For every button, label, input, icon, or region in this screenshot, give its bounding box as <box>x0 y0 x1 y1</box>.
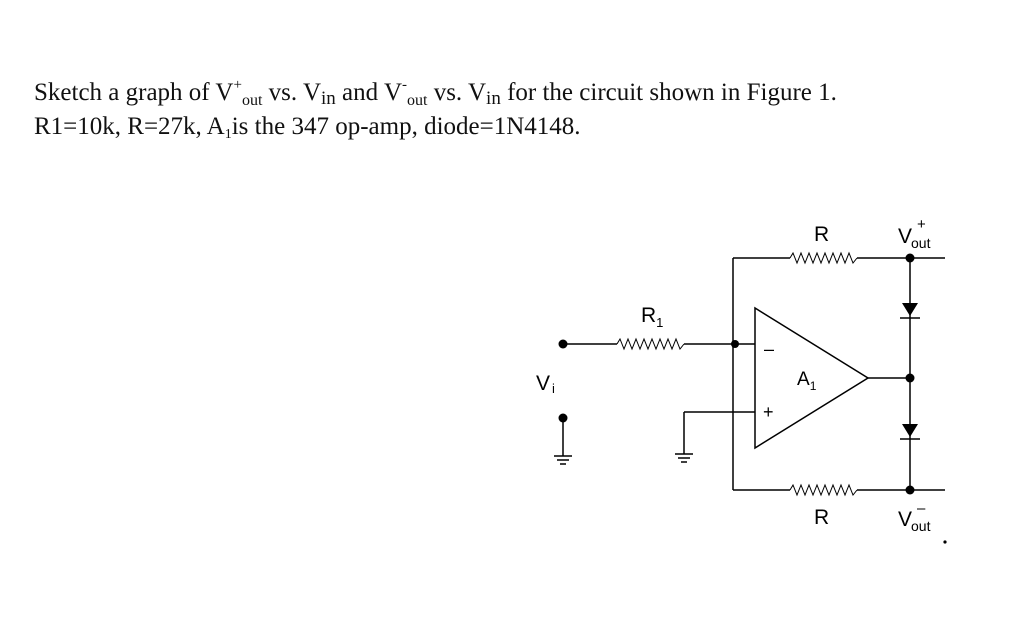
bottom-r-resistor-icon <box>789 483 858 497</box>
subscript-in: in <box>486 88 501 109</box>
top-diode-icon <box>902 303 918 316</box>
text-segment: and V <box>335 79 402 106</box>
problem-statement: Sketch a graph of V+out vs. Vin and V-ou… <box>34 76 1014 144</box>
r1-resistor-icon <box>616 337 685 351</box>
inverting-junction-dot-icon <box>731 340 739 348</box>
text-segment: vs. V <box>427 79 487 106</box>
op-amp-icon <box>754 306 870 450</box>
subscript-1: 1 <box>224 127 232 142</box>
vout-plus-superscript: + <box>917 216 926 233</box>
a1-label: A1 <box>797 369 817 393</box>
bottom-r-label: R <box>814 506 829 529</box>
top-r-label: R <box>814 223 829 246</box>
superscript-plus: + <box>233 77 242 93</box>
vout-minus-subscript: out <box>911 518 931 534</box>
subscript-in: in <box>321 88 336 109</box>
non-inverting-input-sign: + <box>763 402 774 422</box>
superscript-minus: - <box>402 77 407 93</box>
text-segment: R1=10k, R=27k, A <box>34 113 225 140</box>
top-r-resistor-icon <box>789 251 858 265</box>
text-segment: Sketch a graph of V <box>34 79 234 106</box>
subscript-out: out <box>241 92 263 109</box>
problem-line-1: Sketch a graph of V+out vs. Vin and V-ou… <box>34 76 1014 110</box>
vout-plus-main-label: V <box>898 225 912 248</box>
bottom-diode-icon <box>902 424 918 437</box>
vout-minus-superscript: – <box>917 500 926 517</box>
vout-minus-main-label: V <box>898 508 912 531</box>
text-segment: for the circuit shown in Figure 1. <box>500 79 837 106</box>
vout-plus-subscript: out <box>911 235 931 251</box>
text-segment: is the 347 op-amp, diode=1N4148. <box>231 113 581 140</box>
r1-label: R1 <box>641 304 663 330</box>
text-segment: vs. V <box>262 79 322 106</box>
stray-dot <box>943 540 947 544</box>
inverting-input-sign: – <box>764 339 774 359</box>
subscript-out: out <box>407 92 428 109</box>
problem-line-2: R1=10k, R=27k, A1is the 347 op-amp, diod… <box>34 110 1014 144</box>
